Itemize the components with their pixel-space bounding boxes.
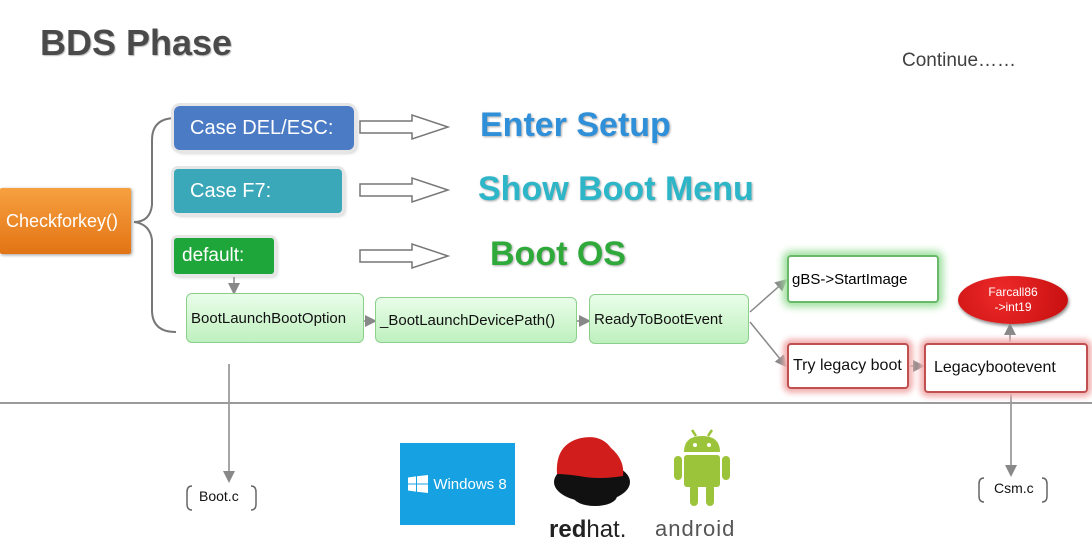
- try-legacy-boot-box: Try legacy boot: [787, 343, 909, 389]
- farcall-ellipse: Farcall86 ->int19: [958, 276, 1068, 324]
- ready-to-boot-event-box: ReadyToBootEvent: [589, 294, 749, 344]
- redhat-wordmark: redhat.: [549, 516, 626, 544]
- arrow-rtbe-legacy: [749, 321, 787, 368]
- boot-launch-device-path-box: _BootLaunchDevicePath(): [375, 297, 577, 343]
- case-f7-box: Case F7:: [174, 169, 342, 213]
- arrow-rtbe-startimage: [749, 279, 788, 313]
- enter-setup-label: Enter Setup: [480, 106, 671, 144]
- windows-8-text: Windows 8: [433, 475, 507, 493]
- windows-8-logo: Windows 8: [400, 443, 515, 525]
- redhat-icon: [549, 430, 635, 512]
- brace: [133, 117, 177, 333]
- arrow-show-boot-menu: [359, 176, 451, 204]
- csm-c-label: Csm.c: [994, 480, 1034, 496]
- csm-c-bracket-left: [978, 477, 985, 503]
- default-box: default:: [174, 238, 274, 274]
- arrow-boot-os: [359, 242, 451, 270]
- android-icon: [674, 429, 730, 506]
- show-boot-menu-label: Show Boot Menu: [478, 170, 754, 208]
- redhat-text-bold: red: [549, 516, 587, 543]
- windows-icon: [408, 475, 429, 493]
- boot-os-label: Boot OS: [490, 235, 626, 273]
- boot-c-label: Boot.c: [199, 488, 239, 504]
- farcall-line1: Farcall86: [988, 285, 1038, 299]
- checkforkey-box: Checkforkey(): [0, 188, 131, 254]
- android-wordmark: android: [655, 516, 736, 541]
- legacy-boot-event-box: Legacybootevent: [924, 343, 1088, 393]
- redhat-text-light: hat.: [586, 516, 627, 543]
- boot-launch-boot-option-box: BootLaunchBootOption: [186, 293, 364, 343]
- divider-line: [0, 402, 1092, 404]
- case-del-esc-box: Case DEL/ESC:: [174, 106, 354, 150]
- csm-c-bracket-right: [1041, 477, 1048, 503]
- farcall-line2: ->int19: [994, 300, 1032, 314]
- start-image-box: gBS->StartImage: [787, 255, 939, 303]
- boot-c-bracket-left: [186, 485, 193, 511]
- page-title: BDS Phase: [40, 22, 233, 63]
- arrow-enter-setup: [359, 113, 451, 141]
- boot-c-bracket-right: [250, 485, 257, 511]
- continue-label: Continue……: [902, 50, 1017, 71]
